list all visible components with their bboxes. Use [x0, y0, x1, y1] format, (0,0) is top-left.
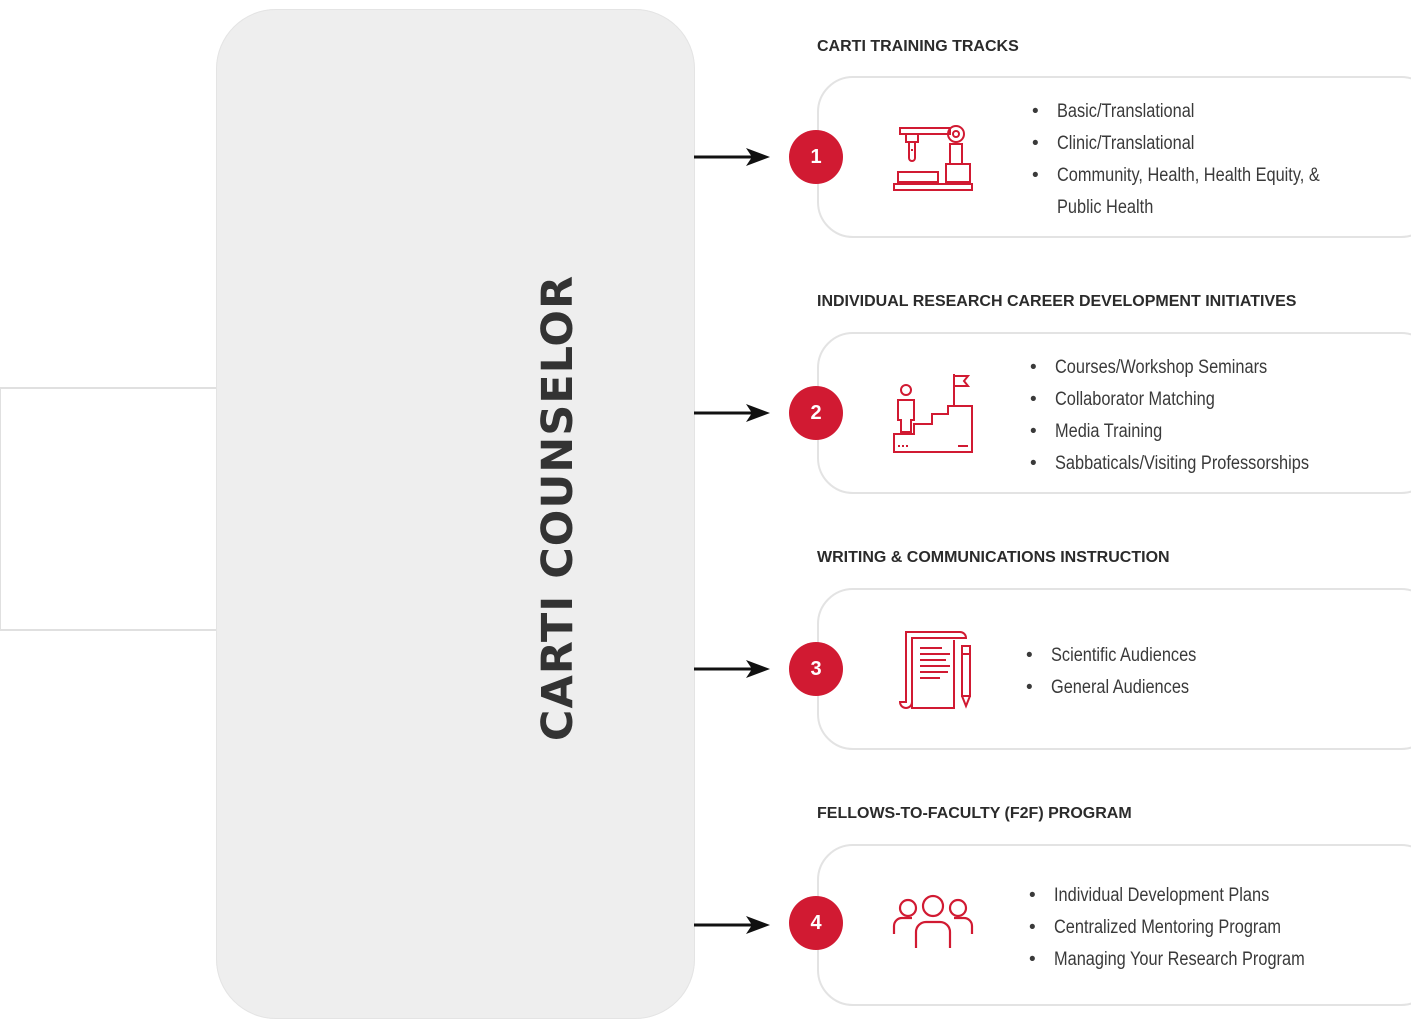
connector-arrow-1	[694, 148, 770, 166]
list-item: Basic/Translational	[1032, 96, 1363, 128]
bullet-list-writing-communications: Scientific Audiences General Audiences	[1026, 640, 1220, 704]
list-item: Scientific Audiences	[1026, 640, 1220, 672]
group-people-icon	[892, 894, 974, 948]
section-heading-career-development: INDIVIDUAL RESEARCH CAREER DEVELOPMENT I…	[817, 293, 1297, 310]
section-heading-training-tracks: CARTI TRAINING TRACKS	[817, 38, 1019, 55]
list-item: General Audiences	[1026, 672, 1220, 704]
list-item: Individual Development Plans	[1029, 880, 1346, 912]
list-item: Centralized Mentoring Program	[1029, 912, 1346, 944]
section-heading-writing-communications: WRITING & COMMUNICATIONS INSTRUCTION	[817, 549, 1170, 566]
counselor-title: CARTI COUNSELOR	[533, 274, 583, 742]
list-item: Clinic/Translational	[1032, 128, 1363, 160]
connector-arrow-2	[694, 404, 770, 422]
list-item: Community, Health, Health Equity, &	[1032, 160, 1363, 192]
badge-number: 2	[789, 386, 843, 440]
connector-arrow-3	[694, 660, 770, 678]
laboratory-equipment-icon	[893, 125, 973, 191]
badge-number: 4	[789, 896, 843, 950]
list-item-continuation: Public Health	[1057, 197, 1154, 218]
connector-arrow-4	[694, 916, 770, 934]
bullet-list-f2f-program: Individual Development Plans Centralized…	[1029, 880, 1346, 976]
counselor-panel	[216, 9, 695, 1019]
badge-number: 3	[789, 642, 843, 696]
list-item: Courses/Workshop Seminars	[1030, 352, 1350, 384]
list-item: Collaborator Matching	[1030, 384, 1350, 416]
list-item: Media Training	[1030, 416, 1350, 448]
list-item: Managing Your Research Program	[1029, 944, 1346, 976]
bullet-list-training-tracks: Basic/Translational Clinic/Translational…	[1032, 96, 1363, 224]
badge-number: 1	[789, 130, 843, 184]
bullet-list-career-development: Courses/Workshop Seminars Collaborator M…	[1030, 352, 1350, 480]
section-heading-f2f-program: FELLOWS-TO-FACULTY (F2F) PROGRAM	[817, 805, 1132, 822]
document-pencil-icon	[898, 631, 971, 709]
list-item: Sabbaticals/Visiting Professorships	[1030, 448, 1350, 480]
career-stairs-flag-icon	[893, 374, 973, 453]
